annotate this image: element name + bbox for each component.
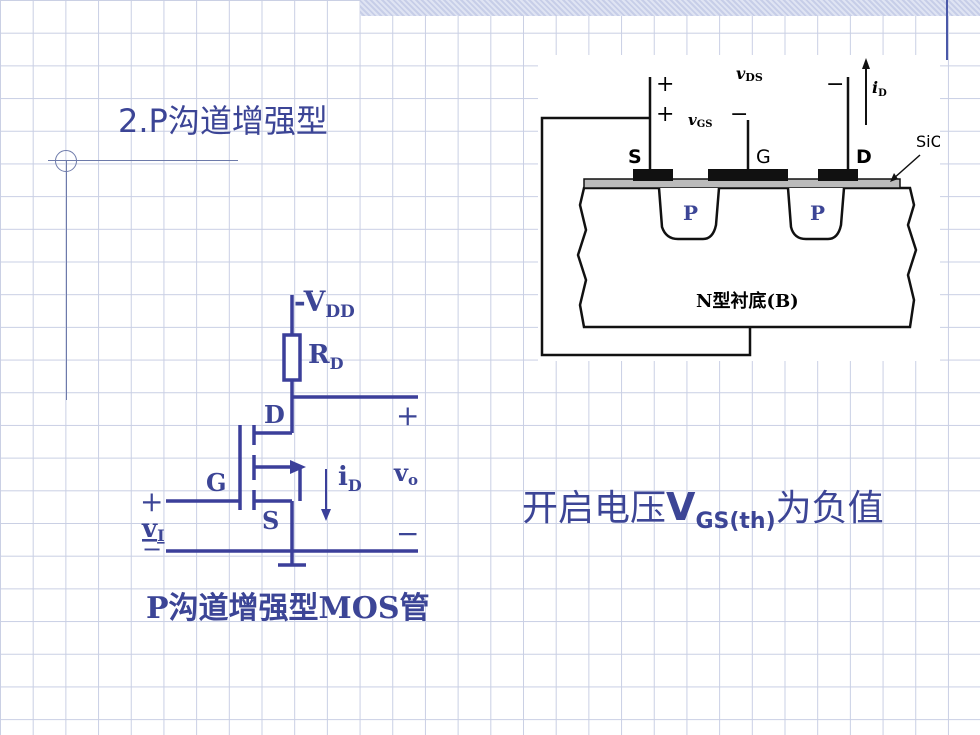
output-minus-sign: − (396, 517, 419, 550)
output-plus-sign: + (396, 399, 419, 432)
source-terminal-label: S (628, 146, 642, 168)
vgs-plus-sign: + (656, 102, 674, 127)
threshold-note: 开启电压VGS(th)为负值 (522, 482, 942, 547)
note-vgs-symbol: V (666, 485, 696, 529)
circuit-caption: P沟道增强型MOS管 (146, 591, 430, 626)
id-label: iD (872, 78, 887, 99)
decor-horizontal-line (48, 160, 238, 161)
corner-decor-line (946, 0, 948, 60)
p-region-left: P (683, 201, 698, 225)
gate-terminal-label: G (756, 146, 771, 168)
input-plus-sign: + (140, 485, 163, 518)
resistor-label: RD (308, 340, 344, 373)
vds-minus-sign: − (826, 72, 844, 97)
note-vgs-subscript: GS(th) (695, 509, 776, 535)
vds-plus-sign: + (656, 72, 674, 97)
input-voltage-label: vI (141, 514, 165, 545)
source-label: S (262, 506, 279, 535)
mosfet-structure-figure: + vDS − iD + vGS − S G D SiO2 P P N型衬底(B… (538, 55, 940, 361)
output-voltage-label: vo (393, 458, 418, 489)
vds-label: vDS (736, 64, 763, 84)
input-minus-sign: − (142, 535, 162, 563)
supply-label: -VDD (294, 285, 355, 322)
top-decor-band (360, 0, 980, 16)
vgs-label: vGS (688, 111, 712, 130)
decor-circle (55, 150, 77, 172)
slide-title: 2.P沟道增强型 (118, 102, 328, 140)
decor-vertical-line (66, 160, 67, 400)
drain-terminal-label: D (856, 146, 872, 168)
gate-label: G (206, 468, 227, 497)
note-suffix: 为负值 (775, 488, 884, 529)
note-prefix: 开启电压 (522, 488, 667, 529)
oxide-label: SiO2 (916, 132, 940, 153)
substrate-label: N型衬底(B) (696, 290, 799, 312)
p-region-right: P (810, 201, 825, 225)
drain-current-label: iD (338, 462, 362, 495)
vgs-minus-sign: − (730, 102, 748, 127)
pmos-circuit-schematic: -VDD RD D G S iD vo vI + − + − (130, 275, 450, 585)
drain-label: D (264, 400, 285, 429)
